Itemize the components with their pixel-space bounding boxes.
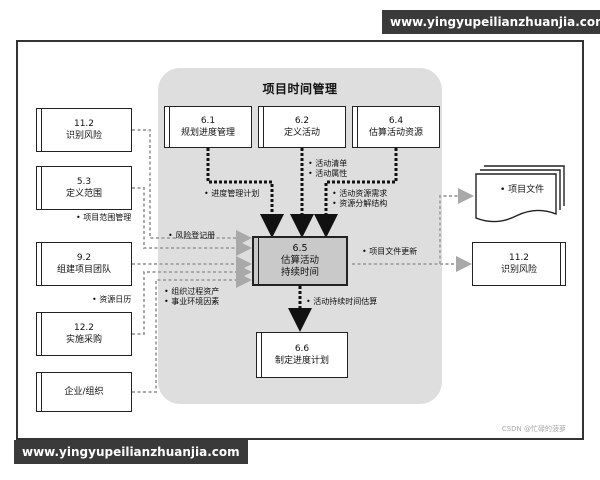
credit-text: CSDN @忙碌的菠萝 [501, 425, 566, 433]
process-box-6-1: 6.1 规划进度管理 [164, 106, 252, 148]
arrow-org-to-central [132, 272, 252, 393]
input-box-enterprise: 企业/组织 [36, 372, 132, 412]
box-label: 识别风险 [500, 265, 537, 275]
note-resource-calendar: 资源日历 [92, 294, 131, 305]
input-box-identify-risks: 11.2 识别风险 [36, 108, 132, 152]
watermark-top: www.yingyupeilianzhuanjia.com [382, 10, 600, 34]
note-activity-list: 活动清单 [308, 158, 347, 169]
box-number: 6.5 [292, 243, 308, 254]
box-label: 识别风险 [65, 131, 102, 141]
box-number: 5.3 [76, 177, 92, 187]
doc-label-text: 项目文件 [508, 185, 545, 195]
box-number: 6.1 [200, 116, 216, 126]
box-label: 企业/组织 [64, 387, 104, 397]
box-number: 9.2 [76, 253, 92, 263]
note-eef: 事业环境因素 [164, 296, 219, 307]
note-rbs: 资源分解结构 [332, 198, 387, 209]
watermark-bottom: www.yingyupeilianzhuanjia.com [14, 440, 248, 464]
box-number: 12.2 [73, 323, 95, 333]
box-label: 实施采购 [65, 335, 102, 345]
note-duration-estimate: 活动持续时间估算 [306, 296, 377, 307]
note-scope-baseline: 项目范围管理 [76, 212, 131, 223]
panel-title: 项目时间管理 [262, 82, 338, 96]
box-label: 组建项目团队 [56, 265, 111, 275]
note-resource-req: 活动资源需求 [332, 188, 387, 199]
process-box-6-4: 6.4 估算活动资源 [352, 106, 440, 148]
arrow-6-4-to-central [314, 148, 398, 238]
note-risk-register: 风险登记册 [168, 230, 215, 241]
process-box-6-6: 6.6 制定进度计划 [256, 332, 348, 378]
output-box-identify-risks: 11.2 识别风险 [472, 242, 566, 286]
output-doc-label: 项目文件 [500, 182, 544, 195]
arrow-central-to-doc [439, 188, 474, 264]
box-label: 定义活动 [283, 128, 320, 138]
arrow-risk-to-central [132, 129, 252, 246]
input-box-define-scope: 5.3 定义范围 [36, 166, 132, 210]
box-label: 估算活动资源 [368, 128, 423, 138]
arrow-scope-to-central [132, 187, 252, 256]
process-box-6-5: 6.5 估算活动 持续时间 [252, 236, 348, 286]
box-label: 规划进度管理 [180, 128, 235, 138]
input-box-build-team: 9.2 组建项目团队 [36, 242, 132, 286]
note-activity-attr: 活动属性 [308, 168, 347, 179]
note-doc-update: 项目文件更新 [362, 246, 417, 257]
box-label: 定义范围 [65, 189, 102, 199]
arrow-procure-to-central [132, 264, 252, 335]
box-number: 11.2 [508, 253, 530, 263]
input-box-conduct-procurement: 12.2 实施采购 [36, 312, 132, 356]
box-number: 6.4 [388, 116, 404, 126]
box-number: 6.2 [294, 116, 310, 126]
box-number: 11.2 [73, 119, 95, 129]
box-label-line2: 持续时间 [280, 267, 319, 278]
note-schedule-plan: 进度管理计划 [204, 188, 259, 199]
box-label: 制定进度计划 [274, 356, 329, 366]
note-opa: 组织过程资产 [164, 286, 219, 297]
box-number: 6.6 [294, 344, 310, 354]
arrow-6-1-to-central [206, 148, 284, 238]
process-box-6-2: 6.2 定义活动 [258, 106, 346, 148]
box-label-line1: 估算活动 [280, 255, 319, 266]
